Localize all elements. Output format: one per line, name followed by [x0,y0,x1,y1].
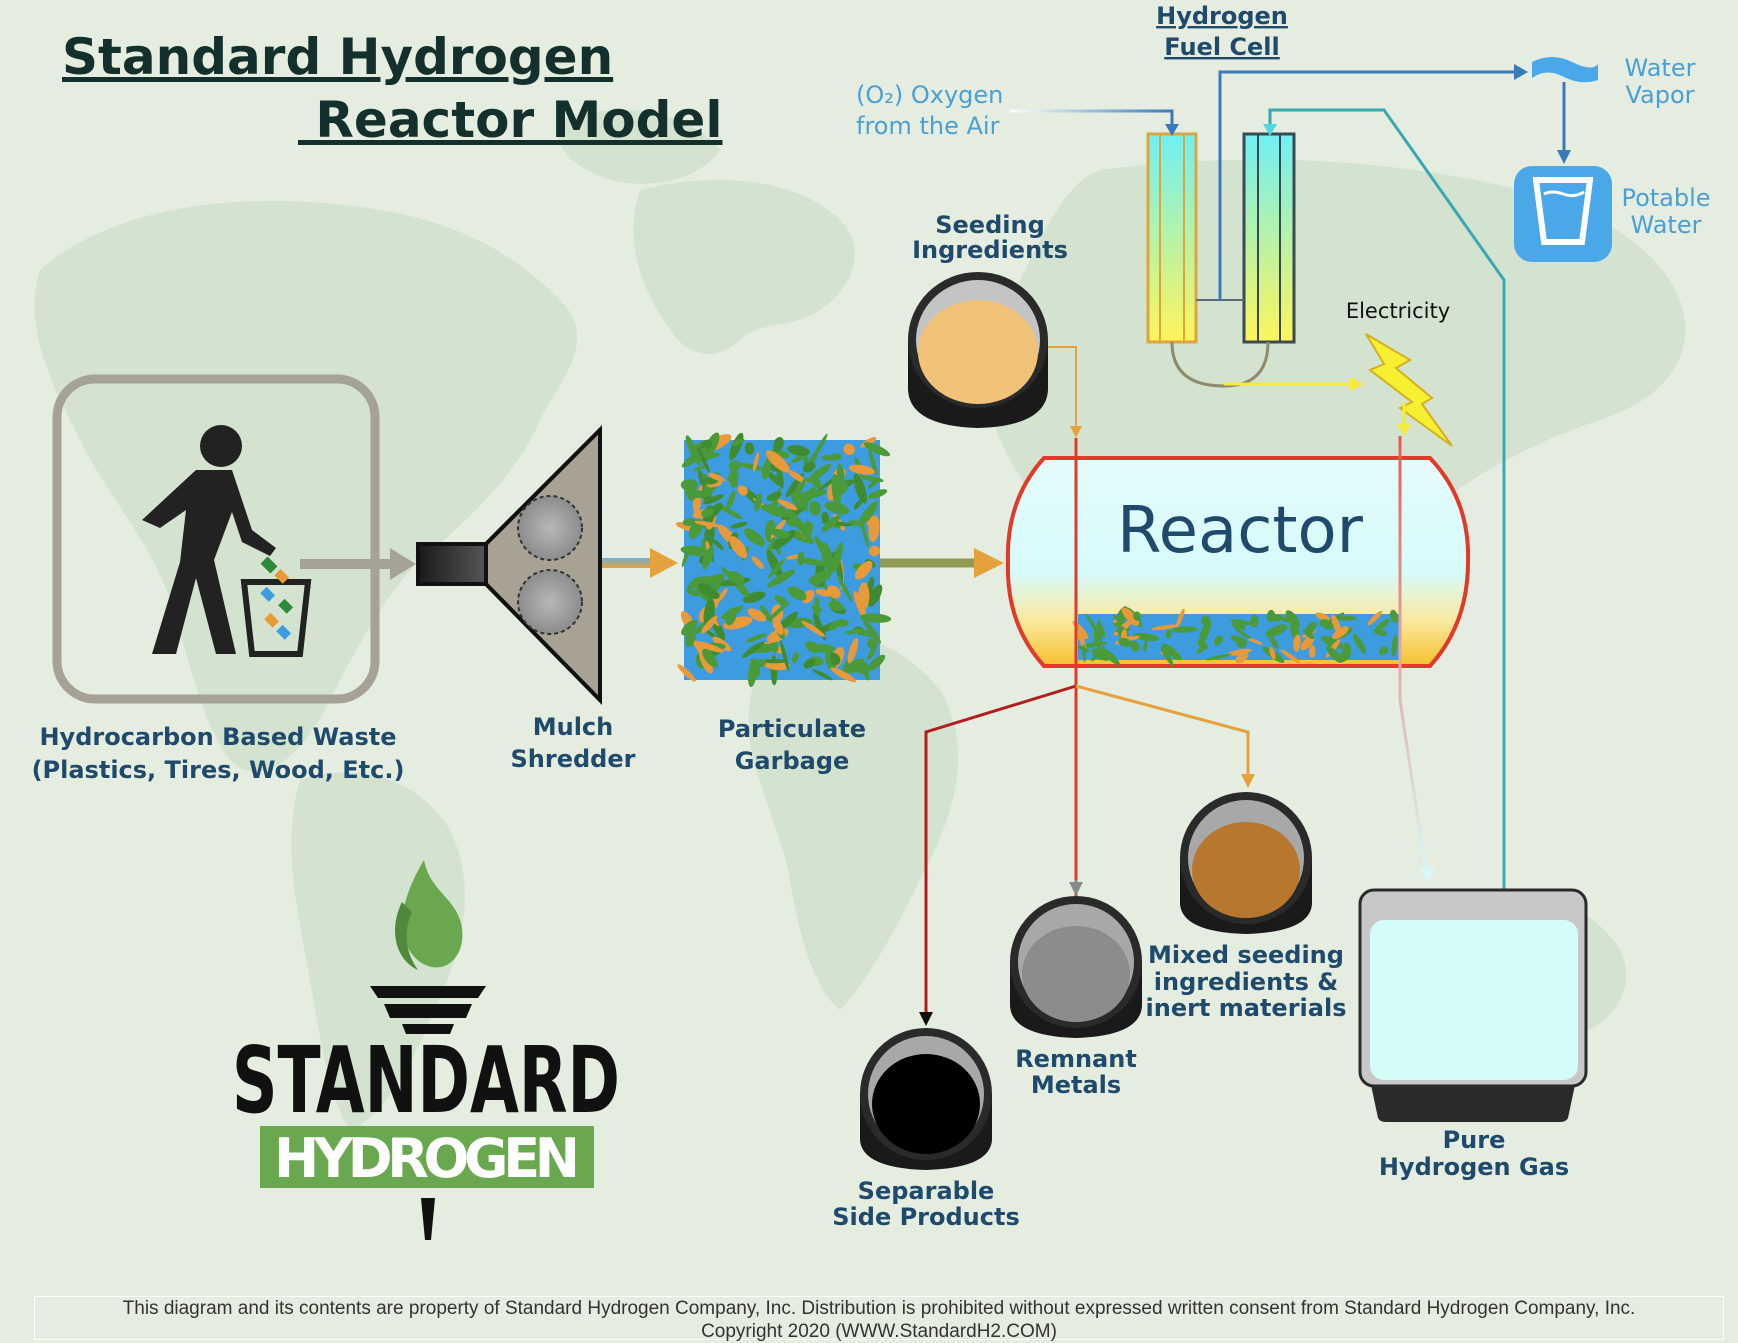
logo-word-standard: STANDARD [232,1027,620,1134]
shredder-label-line-2: Shredder [511,745,636,773]
side-products-pot [860,1028,992,1170]
side-label-line-2: Side Products [832,1203,1020,1231]
title-line-1: Standard Hydrogen [62,28,613,86]
shredder-label-line-1: Mulch [533,713,614,741]
oxygen-label-line-2: from the Air [856,112,1000,140]
waste-label-line-1: Hydrocarbon Based Waste [39,723,396,751]
remnant-metals-pot [1010,896,1142,1038]
mixed-label-line-2: ingredients & [1154,968,1338,996]
title-line-2: Reactor Model [298,91,722,149]
metals-label-line-2: Metals [1031,1071,1121,1099]
mixed-label-line-3: inert materials [1146,994,1347,1022]
standard-hydrogen-logo: STANDARD HYDROGEN [232,860,620,1240]
water-vapor-label-line-2: Vapor [1625,81,1694,109]
reactor-label: Reactor [1117,494,1364,568]
footer-line-1: This diagram and its contents are proper… [35,1297,1723,1320]
potable-water-label-line-2: Water [1631,211,1702,239]
hydrogen-gas-tank [1360,890,1586,1122]
waste-label-line-2: (Plastics, Tires, Wood, Etc.) [32,756,405,784]
copyright-footer: This diagram and its contents are proper… [34,1296,1724,1340]
mixed-seeding-pot [1180,792,1312,934]
footer-line-2: Copyright 2020 (WWW.StandardH2.COM) [35,1320,1723,1343]
reactor-to-tank-arrowhead [1419,866,1435,884]
garbage-label-line-1: Particulate [718,715,866,743]
metals-label-line-1: Remnant [1015,1045,1137,1073]
mixed-label-line-1: Mixed seeding [1148,941,1344,969]
seeding-label-line-1: Seeding [935,211,1045,239]
water-vapor-arrowhead [1514,64,1528,80]
seeding-label-line-2: Ingredients [912,236,1068,264]
logo-word-hydrogen: HYDROGEN [274,1127,580,1190]
electricity-label: Electricity [1346,299,1450,323]
vapor-to-water-arrowhead [1557,150,1571,164]
gear-icon [518,570,582,634]
potable-water-label-line-1: Potable [1621,184,1710,212]
arrow-garbage-to-reactor [880,548,1004,578]
hydrogen-gas-label-line-2: Hydrogen Gas [1379,1153,1569,1181]
fuel-cell-label-line-1: Hydrogen [1156,2,1288,30]
water-wave-icon [1532,57,1598,82]
side-label-line-1: Separable [858,1177,995,1205]
oxygen-label-line-1: (O₂) Oxygen [856,81,1003,109]
hydrogen-gas-label-line-1: Pure [1443,1126,1506,1154]
oxygen-flow-line [1010,111,1172,126]
water-vapor-label-line-1: Water [1625,54,1696,82]
arrow-shredder-to-garbage [602,548,678,578]
particulate-garbage-graphic [675,430,892,687]
seeding-ingredients-pot [908,272,1048,428]
gear-icon [518,496,582,560]
garbage-label-line-2: Garbage [735,747,850,775]
fuel-cell-label-line-2: Fuel Cell [1164,33,1280,61]
water-glass-icon [1514,166,1612,262]
